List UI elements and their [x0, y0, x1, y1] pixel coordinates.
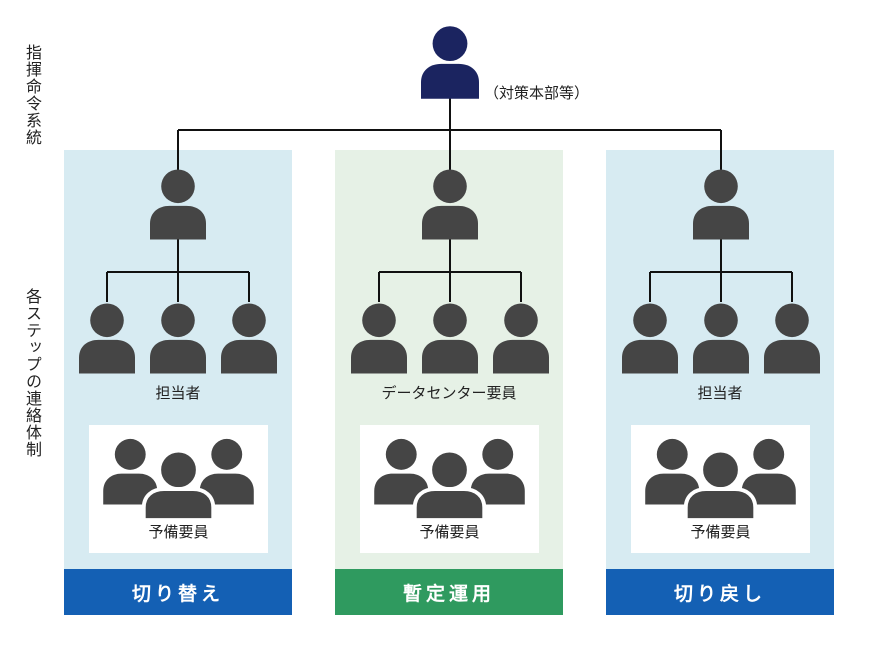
- reserve-box: 予備要員: [360, 425, 539, 553]
- staff-person-icon: [493, 302, 549, 374]
- hq-label: （対策本部等）: [484, 84, 590, 102]
- staff-person-icon: [150, 302, 206, 374]
- reserve-label: 予備要員: [419, 523, 480, 541]
- step-title-interim: 暫定運用: [335, 569, 563, 615]
- step-title-switchback: 切り戻し: [606, 569, 834, 615]
- leader-person-icon: [150, 168, 206, 240]
- leader-person-icon: [693, 168, 749, 240]
- staff-person-icon: [351, 302, 407, 374]
- hq-person-icon: [421, 25, 479, 99]
- staff-person-icon: [693, 302, 749, 374]
- contact-system-label: 各ステップの連絡体制: [23, 288, 42, 458]
- staff-person-icon: [221, 302, 277, 374]
- reserve-label: 予備要員: [690, 523, 751, 541]
- staff-person-icon: [79, 302, 135, 374]
- staff-person-icon: [764, 302, 820, 374]
- command-line-label: 指揮命令系統: [23, 44, 42, 146]
- personnel-label: データセンター要員: [381, 384, 517, 402]
- staff-person-icon: [622, 302, 678, 374]
- reserve-label: 予備要員: [148, 523, 209, 541]
- staff-person-icon: [422, 302, 478, 374]
- personnel-label: 担当者: [697, 384, 743, 402]
- step-title-switchover: 切り替え: [64, 569, 292, 615]
- reserve-box: 予備要員: [89, 425, 268, 553]
- leader-person-icon: [422, 168, 478, 240]
- personnel-label: 担当者: [155, 384, 201, 402]
- step-panel-interim: データセンター要員 予備要員 暫定運用: [335, 150, 563, 615]
- reserve-box: 予備要員: [631, 425, 810, 553]
